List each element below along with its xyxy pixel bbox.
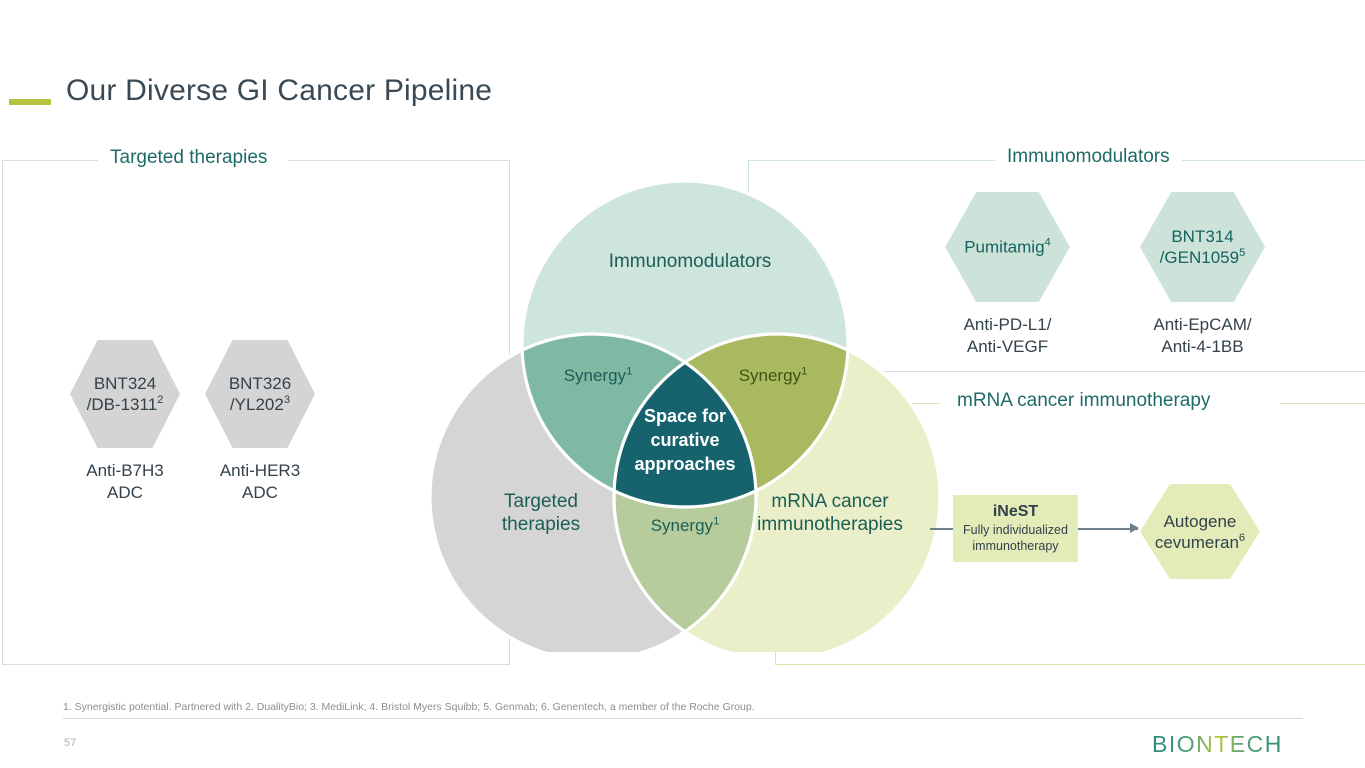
- asset-pumitamig-name-line1: Pumitamig4: [964, 236, 1051, 257]
- asset-bnt324-caption-line2: ADC: [107, 483, 143, 503]
- venn-center-region: [614, 334, 756, 507]
- asset-pumitamig-caption: Anti-PD-L1/ Anti-VEGF: [945, 314, 1070, 358]
- venn-diagram: Immunomodulators Targeted therapies mRNA…: [425, 172, 945, 652]
- asset-pumitamig-name: Pumitamig4: [945, 236, 1070, 257]
- asset-bnt326-name-line2: /YL2023: [229, 394, 291, 414]
- venn-stroke-mrna: [612, 332, 942, 652]
- asset-bnt326-footnote: 3: [283, 394, 291, 407]
- inest-subtitle-line2: immunotherapy: [972, 539, 1059, 554]
- hexagon-shape: Autogene cevumeran6: [1140, 484, 1260, 579]
- targeted-frame-top-right: [288, 160, 510, 161]
- hexagon-shape: BNT324 /DB-13112: [70, 340, 180, 448]
- asset-pumitamig-caption-line2: Anti-VEGF: [966, 337, 1049, 357]
- asset-bnt324-caption-line1: Anti-B7H3: [86, 461, 164, 480]
- footnote-text: 1. Synergistic potential. Partnered with…: [63, 701, 755, 713]
- asset-autogene-cevumeran[interactable]: Autogene cevumeran6: [1140, 484, 1260, 579]
- asset-pumitamig-footnote: 4: [1044, 236, 1051, 249]
- inest-title: iNeST: [992, 503, 1039, 521]
- immunomodulators-frame-top-right: [1222, 160, 1365, 161]
- biontech-logo: BIONTECH: [1152, 731, 1302, 763]
- asset-bnt326-caption-line1: Anti-HER3: [219, 461, 301, 480]
- asset-bnt314-caption-line2: Anti-4-1BB: [1161, 337, 1244, 357]
- asset-bnt326-caption-line2: ADC: [242, 483, 278, 503]
- flow-arrow-line: [1078, 528, 1138, 530]
- flow-connector-left: [930, 528, 954, 530]
- section-label-targeted: Targeted therapies: [98, 147, 280, 169]
- asset-bnt314-footnote: 5: [1239, 247, 1246, 260]
- section-label-immunomodulators: Immunomodulators: [995, 146, 1182, 168]
- asset-autogene-name-line2: cevumeran6: [1154, 531, 1246, 552]
- asset-pumitamig-caption-line1: Anti-PD-L1/: [963, 315, 1052, 334]
- title-accent-rule: [9, 99, 51, 105]
- asset-bnt314-name-line1: BNT314: [1171, 226, 1234, 246]
- asset-bnt314-caption-line1: Anti-EpCAM/: [1153, 315, 1252, 334]
- asset-bnt324-name-line1: BNT324: [93, 373, 157, 393]
- asset-autogene-name-line1: Autogene: [1163, 511, 1237, 531]
- asset-bnt324[interactable]: BNT324 /DB-13112 Anti-B7H3 ADC: [70, 340, 180, 504]
- flow-arrow-head-icon: [1130, 523, 1139, 533]
- asset-bnt324-footnote: 2: [157, 394, 164, 407]
- hexagon-shape: BNT326 /YL2023: [205, 340, 315, 448]
- biontech-logo-svg: BIONTECH: [1152, 731, 1283, 757]
- venn-stroke-targeted: [428, 332, 758, 652]
- immunomodulators-frame-bottom: [748, 371, 1365, 372]
- asset-autogene-name: Autogene cevumeran6: [1140, 510, 1260, 553]
- asset-bnt314-name: BNT314 /GEN10595: [1140, 226, 1265, 269]
- immunomodulators-frame-top-left: [748, 160, 991, 161]
- targeted-frame-top-left: [2, 160, 98, 161]
- asset-bnt326-name: BNT326 /YL2023: [205, 373, 315, 416]
- asset-bnt324-name: BNT324 /DB-13112: [70, 373, 180, 416]
- inest-subtitle: Fully individualized immunotherapy: [963, 523, 1068, 554]
- page-number: 57: [64, 737, 77, 749]
- venn-svg: [428, 179, 942, 652]
- footer-divider: [63, 718, 1303, 719]
- hexagon-shape: Pumitamig4: [945, 192, 1070, 302]
- asset-bnt314-name-line2: /GEN10595: [1159, 247, 1246, 267]
- asset-autogene-footnote: 6: [1238, 531, 1246, 544]
- asset-bnt314-caption: Anti-EpCAM/ Anti-4-1BB: [1140, 314, 1265, 358]
- page-title: Our Diverse GI Cancer Pipeline: [66, 74, 493, 107]
- asset-bnt326-caption: Anti-HER3 ADC: [205, 460, 315, 504]
- biontech-logo-text: BIONTECH: [1152, 732, 1283, 757]
- asset-pumitamig[interactable]: Pumitamig4 Anti-PD-L1/ Anti-VEGF: [945, 192, 1070, 358]
- asset-bnt326-name-line1: BNT326: [228, 373, 292, 393]
- inest-box[interactable]: iNeST Fully individualized immunotherapy: [953, 495, 1078, 562]
- asset-bnt326[interactable]: BNT326 /YL2023 Anti-HER3 ADC: [205, 340, 315, 504]
- asset-bnt324-caption: Anti-B7H3 ADC: [70, 460, 180, 504]
- asset-bnt324-name-line2: /DB-13112: [86, 394, 164, 414]
- inest-subtitle-line1: Fully individualized: [963, 523, 1068, 538]
- hexagon-shape: BNT314 /GEN10595: [1140, 192, 1265, 302]
- section-label-mrna: mRNA cancer immunotherapy: [945, 390, 1223, 412]
- mrna-frame-top-right: [1280, 403, 1365, 404]
- venn-stroke-immunomodulators: [520, 179, 850, 509]
- asset-bnt314[interactable]: BNT314 /GEN10595 Anti-EpCAM/ Anti-4-1BB: [1140, 192, 1265, 358]
